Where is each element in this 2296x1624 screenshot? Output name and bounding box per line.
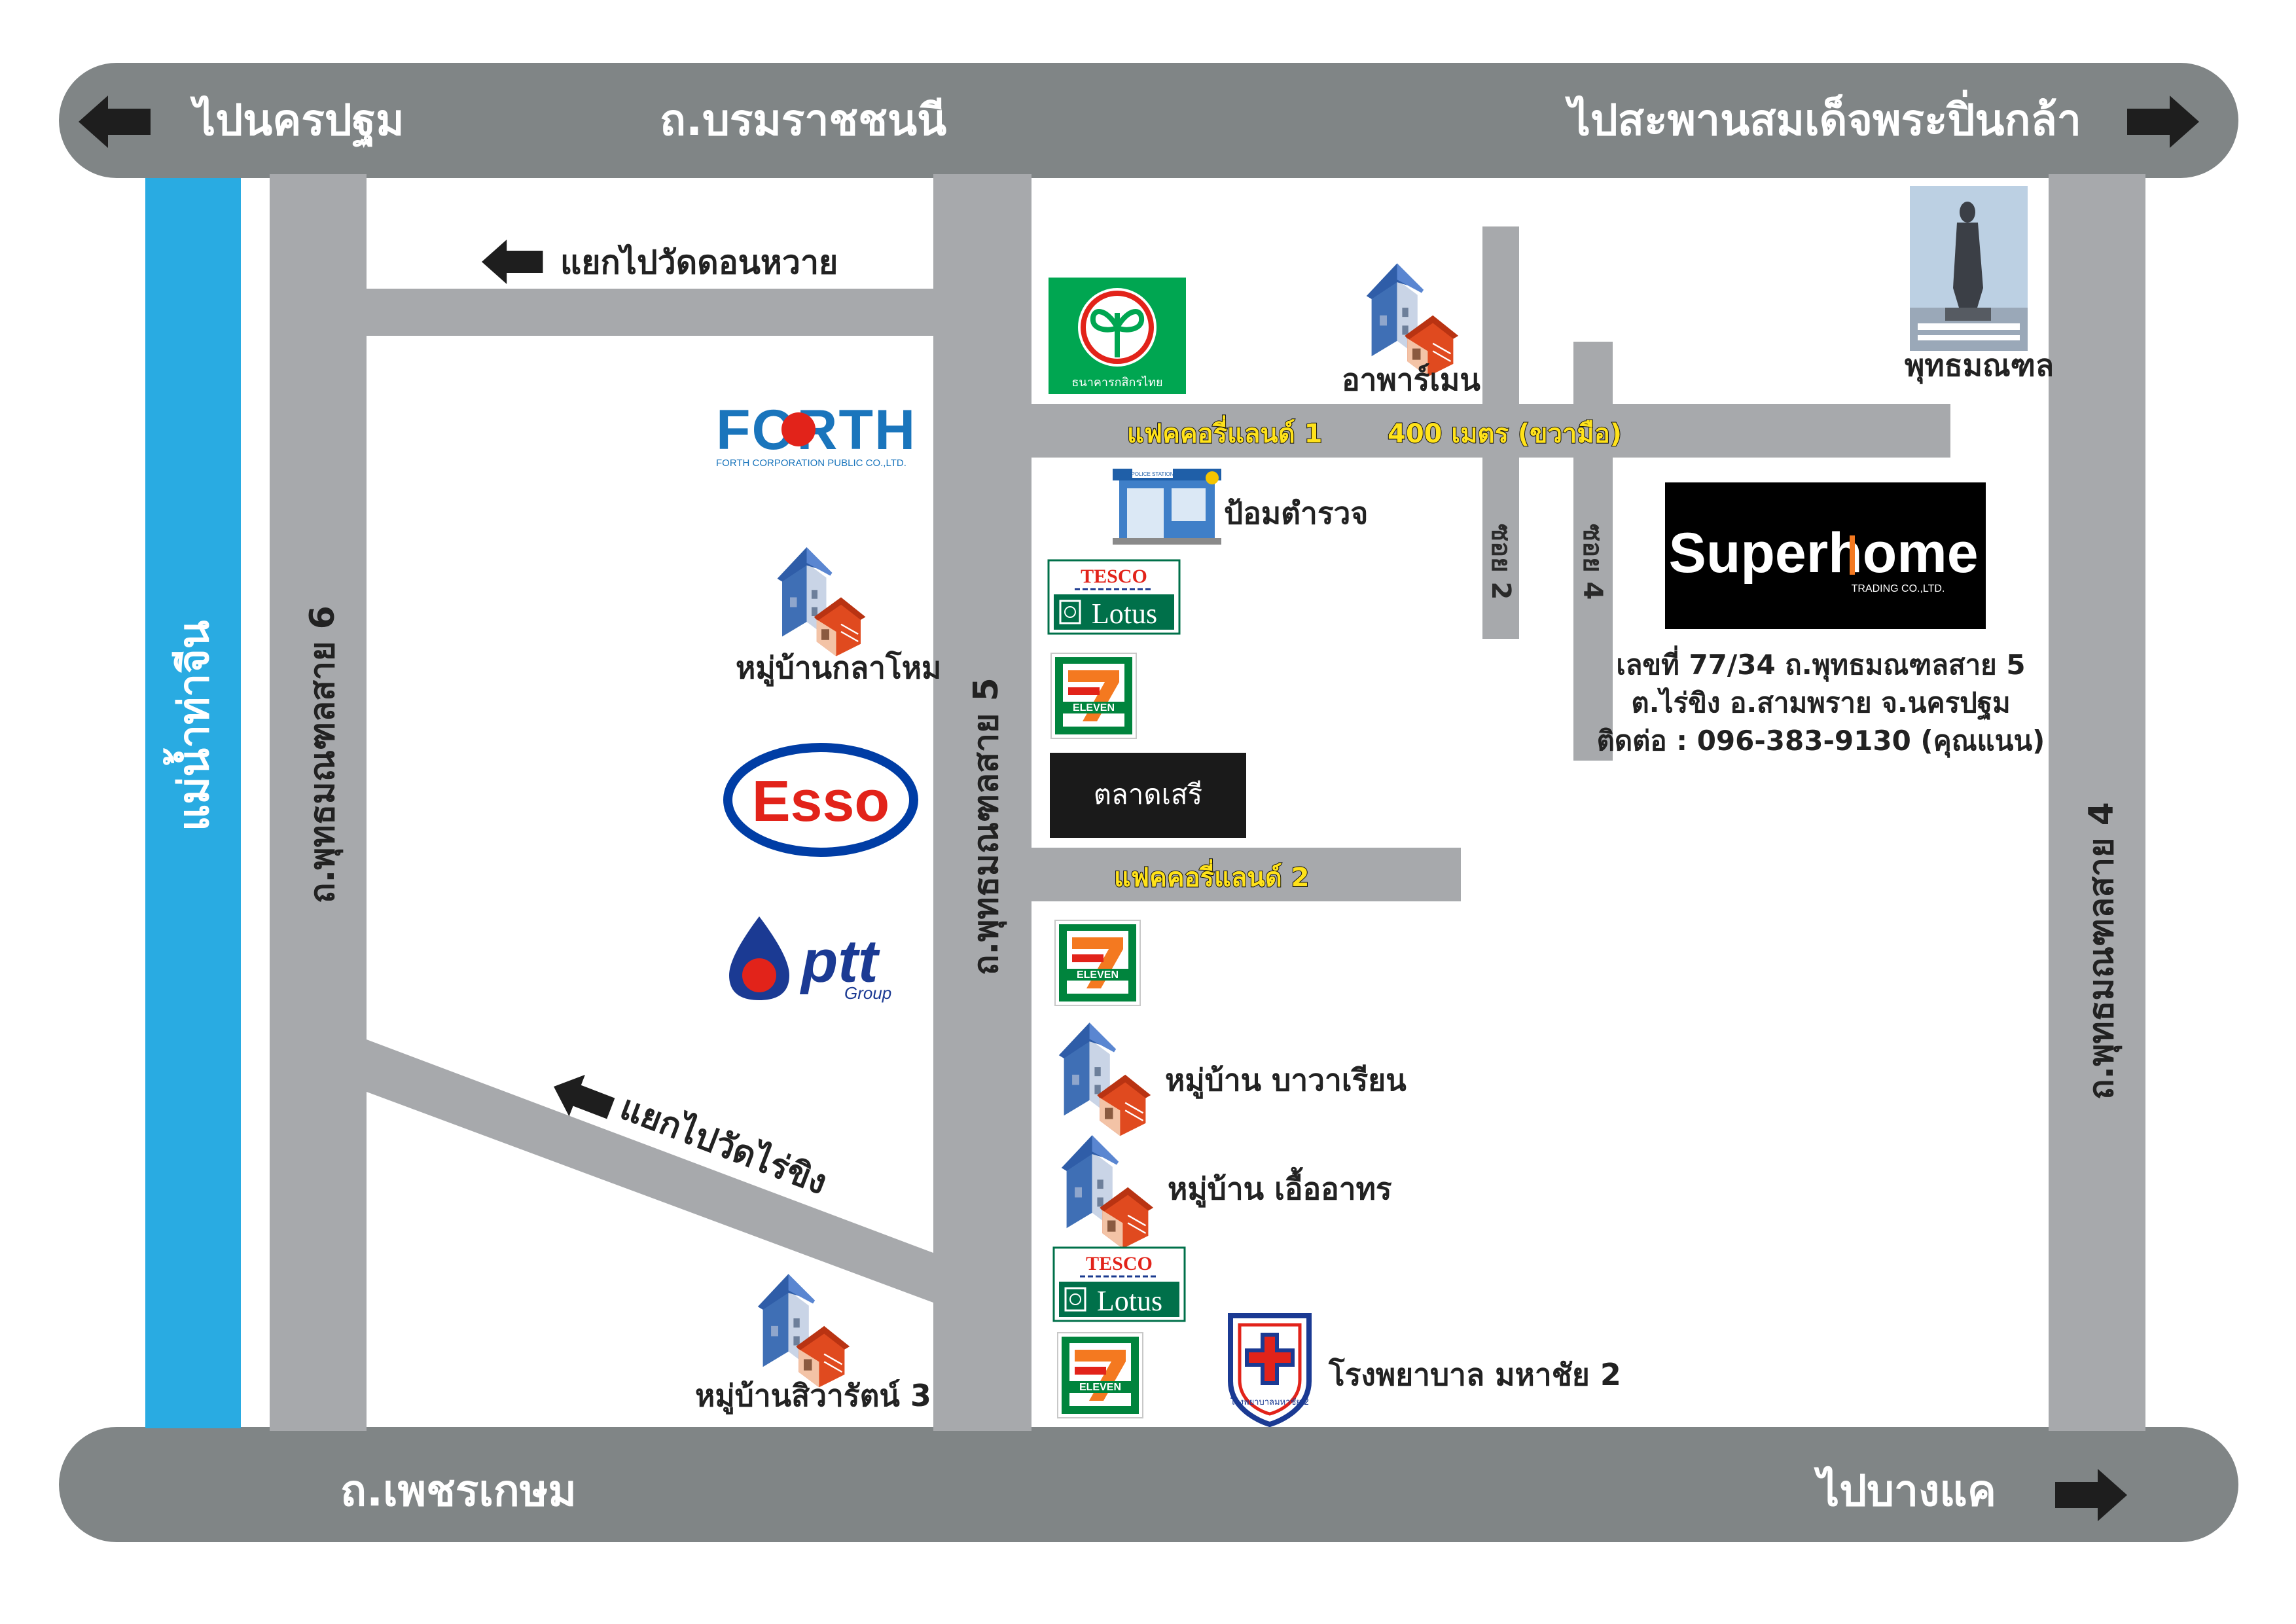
house-icon: [776, 546, 867, 657]
eleven-text: ELEVEN: [1079, 1382, 1121, 1393]
esso-logo: Esso: [723, 743, 918, 857]
lotus-name: Lotus: [1097, 1285, 1162, 1317]
seven-eleven-logo-1: ELEVEN: [1050, 653, 1137, 739]
superhome-logo: Superhome TRADING CO.,LTD.: [1665, 482, 1986, 629]
ptt-logo: ptt Group: [729, 916, 891, 1003]
tesco-name: TESCO: [1081, 566, 1147, 587]
distance-note: 400 เมตร (ขวามือ): [1388, 419, 1622, 449]
soi-2-label: ซอย 2: [1486, 524, 1516, 600]
village-bavarian-label: หมู่บ้าน บาวาเรียน: [1165, 1062, 1407, 1099]
apartment-label: อาพาร์เมน: [1342, 362, 1480, 397]
hospital-badge-text: โรงพยาบาลมหาชัย 2: [1230, 1397, 1310, 1407]
village-siwarat-label: หมู่บ้านสิวารัตน์ 3: [695, 1378, 931, 1415]
lotus-name: Lotus: [1092, 598, 1157, 630]
soi-4-label: ซอย 4: [1577, 524, 1607, 600]
road-phutthamonthon-6: [270, 174, 367, 1431]
road-phetkasem: [59, 1427, 2238, 1542]
eleven-text: ELEVEN: [1073, 702, 1115, 713]
eleven-text: ELEVEN: [1077, 969, 1119, 981]
road-4-name: ถ.พุทธมณฑลสาย 4: [2082, 802, 2123, 1100]
direction-to-bridge: ไปสะพานสมเด็จพระปิ่นกล้า: [1565, 89, 2081, 145]
factory-land-1-label: แฟคคอรี่แลนด์ 1: [1127, 415, 1323, 449]
forth-subtitle: FORTH CORPORATION PUBLIC CO.,LTD.: [716, 458, 906, 469]
superhome-subtitle: TRADING CO.,LTD.: [1852, 583, 1945, 594]
company-contact: ติดต่อ : 096-383-9130 (คุณแนน): [1597, 725, 2045, 758]
bottom-road-name: ถ.เพชรเกษม: [340, 1466, 577, 1516]
kasikorn-caption: ธนาคารกสิกรไทย: [1071, 375, 1162, 389]
road-phutthamonthon-4: [2049, 174, 2145, 1431]
company-address-line-2: ต.ไร่ขิง อ.สามพราย จ.นครปฐม: [1631, 687, 2010, 721]
hospital-cross-icon: โรงพยาบาลมหาชัย 2: [1228, 1313, 1312, 1428]
road-phutthamonthon-5: [933, 174, 1031, 1431]
house-icon: [757, 1273, 851, 1388]
seven-eleven-logo-2: ELEVEN: [1054, 920, 1141, 1006]
village-kalahom-label: หมู่บ้านกลาโหม: [736, 650, 941, 687]
ptt-subtitle: Group: [844, 983, 891, 1003]
road-soi-4: [1573, 342, 1613, 761]
seven-eleven-logo-3: ELEVEN: [1057, 1332, 1143, 1418]
factory-land-2-label: แฟคคอรี่แลนด์ 2: [1114, 859, 1310, 893]
direction-to-wat-don-wai: แยกไปวัดดอนหวาย: [560, 244, 838, 281]
talat-seri-label: ตลาดเสรี: [1094, 778, 1202, 810]
house-icon: [1365, 262, 1460, 378]
esso-name: Esso: [752, 768, 889, 833]
arrow-left-icon: [482, 240, 543, 284]
police-station-sign: POLICE STATION: [1131, 471, 1174, 477]
police-box-label: ป้อมตำรวจ: [1224, 496, 1368, 531]
buddha-statue-icon: [1910, 186, 2028, 351]
company-address-line-1: เลขที่ 77/34 ถ.พุทธมณฑลสาย 5: [1616, 645, 2025, 682]
river-name: แม่น้ำท่าจีน: [163, 620, 219, 831]
superhome-name: Superhome: [1668, 522, 1978, 585]
tesco-lotus-logo-1: TESCO Lotus: [1047, 559, 1181, 635]
house-icon: [1058, 1022, 1152, 1137]
tesco-name: TESCO: [1086, 1253, 1153, 1274]
road-6-name: ถ.พุทธมณฑลสาย 6: [303, 605, 344, 903]
forth-name: FORTH: [716, 399, 916, 461]
talat-seri-box: ตลาดเสรี: [1050, 753, 1246, 838]
road-borommaratchachonnani: [59, 63, 2238, 178]
village-euea-athon-label: หมู่บ้าน เอื้ออาทร: [1168, 1166, 1392, 1208]
buddha-park-label: พุทธมณฑล: [1905, 348, 2054, 384]
alley-factory-land-2: [1031, 848, 1461, 901]
top-road-name: ถ.บรมราชชนนี: [660, 95, 946, 145]
road-to-wat-rai-khing: [367, 1039, 933, 1303]
road-soi-2: [1482, 226, 1519, 639]
road-5-name: ถ.พุทธมณฑลสาย 5: [967, 677, 1007, 975]
kasikorn-logo: ธนาคารกสิกรไทย: [1049, 278, 1186, 394]
river-tha-chin: [145, 178, 241, 1428]
tesco-lotus-logo-2: TESCO Lotus: [1052, 1246, 1186, 1322]
police-box-icon: POLICE STATION: [1113, 469, 1221, 545]
direction-to-bang-khae: ไปบางแค: [1814, 1466, 1996, 1516]
hospital-label: โรงพยาบาล มหาชัย 2: [1328, 1357, 1621, 1392]
direction-to-nakhon-pathom: ไปนครปฐม: [190, 95, 404, 148]
forth-logo: FORTH FORTH CORPORATION PUBLIC CO.,LTD.: [716, 399, 916, 469]
ptt-name: ptt: [799, 928, 880, 995]
house-icon: [1060, 1134, 1155, 1250]
road-to-wat-don-wai: [270, 289, 1031, 336]
